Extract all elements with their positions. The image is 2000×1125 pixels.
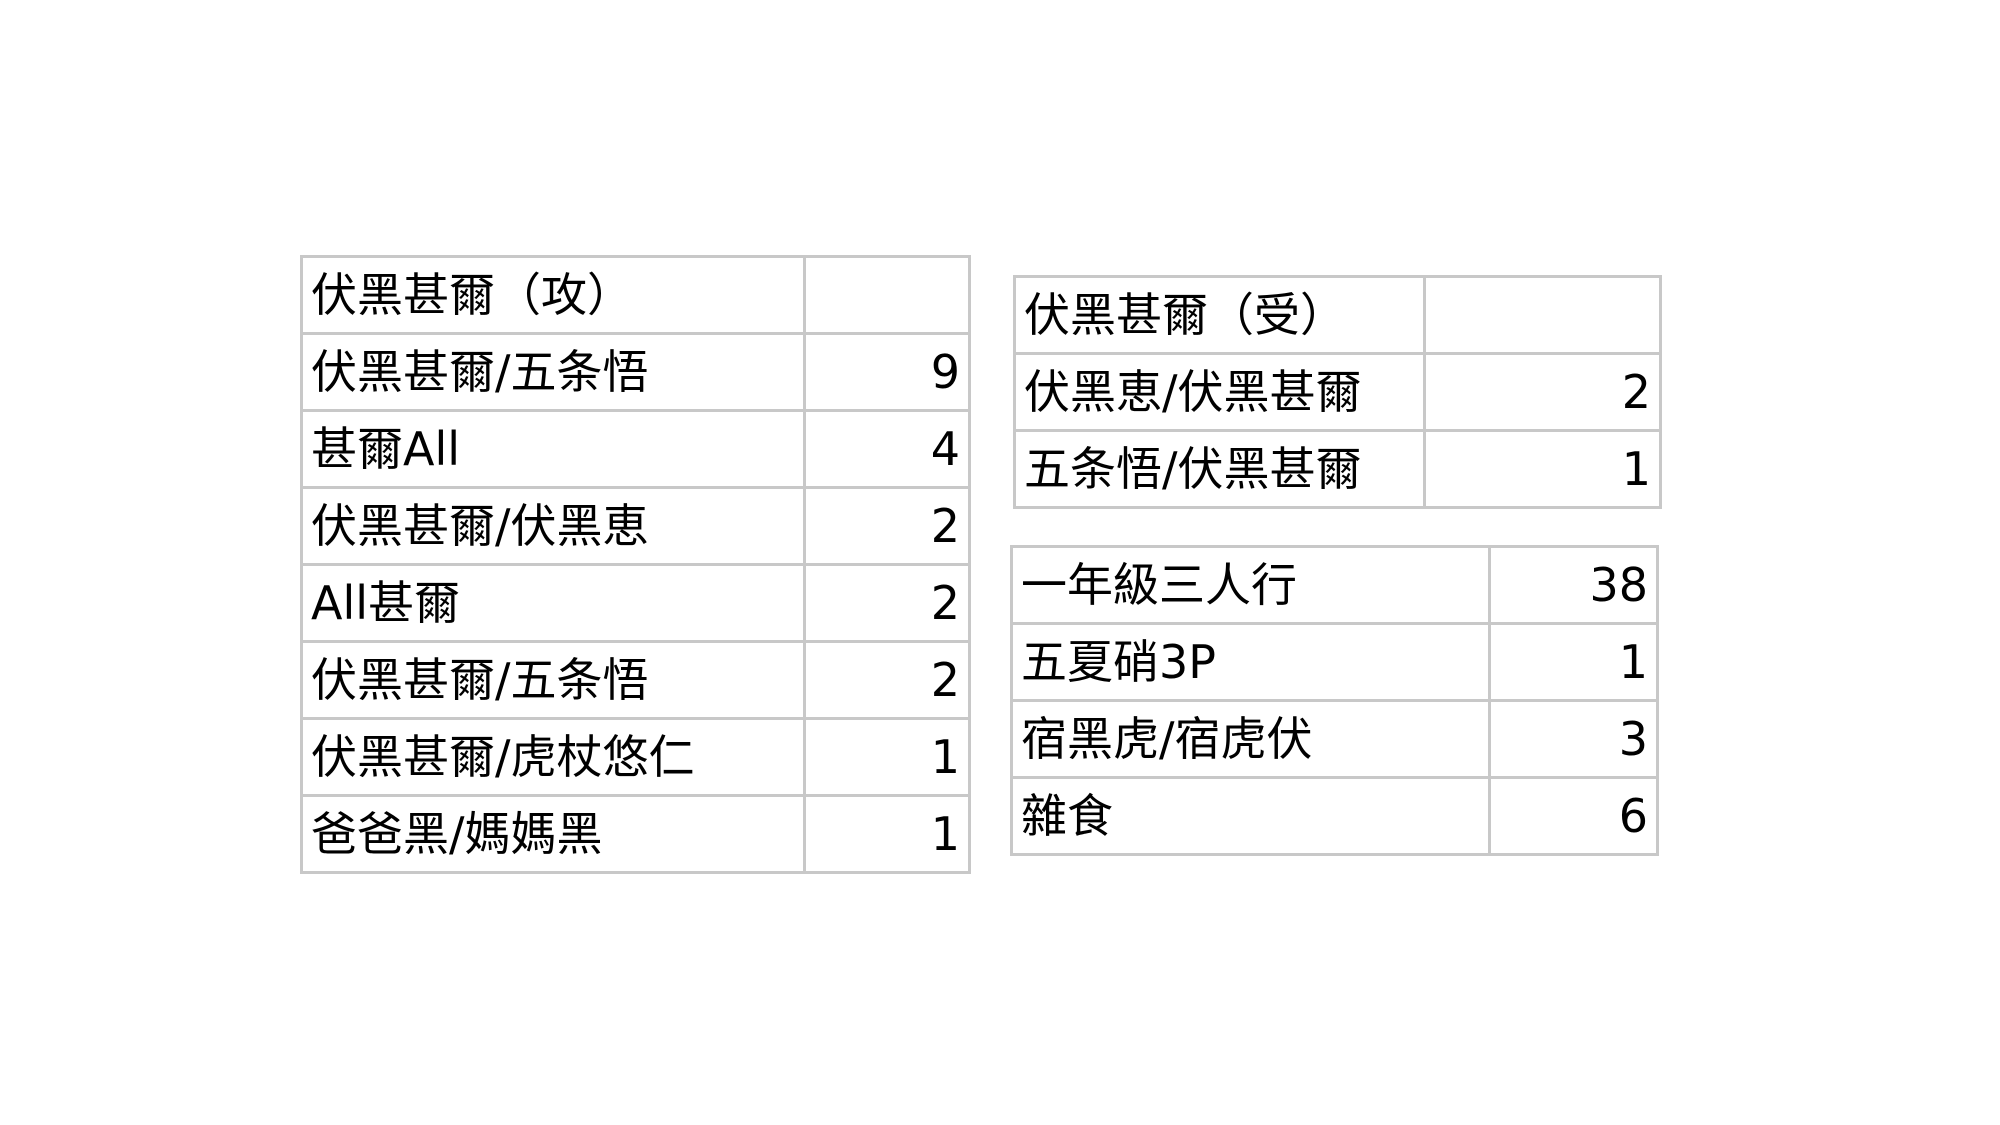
table-row: 伏黑甚爾/五条悟 9 [300,332,971,412]
pairing-label: 爸爸黑/媽媽黑 [300,794,806,874]
pairing-label: 雜食 [1010,776,1491,856]
table-row: 宿黑虎/宿虎伏 3 [1010,699,1659,779]
table-row: 五夏硝3P 1 [1010,622,1659,702]
table-header-value [803,255,971,335]
pairing-label: 伏黑甚爾/五条悟 [300,640,806,720]
pairing-count: 2 [1423,352,1662,432]
pairing-label: 宿黑虎/宿虎伏 [1010,699,1491,779]
other-pairings-table: 一年級三人行 38 五夏硝3P 1 宿黑虎/宿虎伏 3 雜食 6 [1010,545,1659,856]
table-row: 爸爸黑/媽媽黑 1 [300,794,971,874]
table-row: 五条悟/伏黑甚爾 1 [1013,429,1662,509]
seme-count-table: 伏黑甚爾（攻） 伏黑甚爾/五条悟 9 甚爾All 4 伏黑甚爾/伏黑恵 2 Al… [300,255,971,874]
pairing-count: 4 [803,409,971,489]
table-header-label: 伏黑甚爾（攻） [300,255,806,335]
table-row: 甚爾All 4 [300,409,971,489]
table-row: 伏黑甚爾/虎杖悠仁 1 [300,717,971,797]
table-row: 伏黑恵/伏黑甚爾 2 [1013,352,1662,432]
uke-count-table: 伏黑甚爾（受） 伏黑恵/伏黑甚爾 2 五条悟/伏黑甚爾 1 [1013,275,1662,509]
table-header-value [1423,275,1662,355]
pairing-label: 五条悟/伏黑甚爾 [1013,429,1426,509]
pairing-count: 2 [803,486,971,566]
pairing-label: 伏黑恵/伏黑甚爾 [1013,352,1426,432]
pairing-label: 甚爾All [300,409,806,489]
pairing-count: 3 [1488,699,1659,779]
table-row: 雜食 6 [1010,776,1659,856]
table-row: 伏黑甚爾/伏黑恵 2 [300,486,971,566]
pairing-label: 五夏硝3P [1010,622,1491,702]
pairing-count: 38 [1488,545,1659,625]
pairing-count: 2 [803,563,971,643]
pairing-label: All甚爾 [300,563,806,643]
table-header-label: 伏黑甚爾（受） [1013,275,1426,355]
pairing-count: 2 [803,640,971,720]
pairing-label: 伏黑甚爾/五条悟 [300,332,806,412]
pairing-count: 1 [803,794,971,874]
pairing-label: 伏黑甚爾/虎杖悠仁 [300,717,806,797]
table-header-row: 伏黑甚爾（受） [1013,275,1662,355]
pairing-count: 6 [1488,776,1659,856]
table-row: 伏黑甚爾/五条悟 2 [300,640,971,720]
pairing-count: 1 [1423,429,1662,509]
pairing-count: 1 [1488,622,1659,702]
pairing-count: 9 [803,332,971,412]
pairing-label: 伏黑甚爾/伏黑恵 [300,486,806,566]
table-row: 一年級三人行 38 [1010,545,1659,625]
pairing-count: 1 [803,717,971,797]
table-row: All甚爾 2 [300,563,971,643]
table-header-row: 伏黑甚爾（攻） [300,255,971,335]
pairing-label: 一年級三人行 [1010,545,1491,625]
